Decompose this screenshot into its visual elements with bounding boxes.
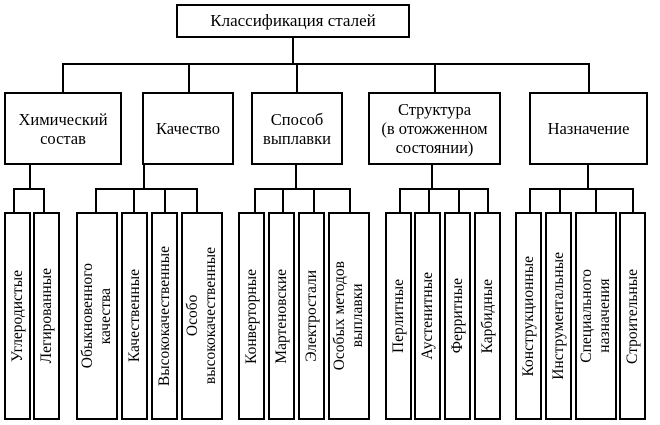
- cat-connector-2: [296, 63, 298, 92]
- category-label: Структура (в отожженном состоянии): [381, 100, 488, 157]
- leaf-connector: [487, 188, 489, 212]
- leaf-special-purpose: Специального назначения: [575, 212, 617, 420]
- category-label: Химический состав: [18, 109, 108, 148]
- leaf-connector: [595, 188, 597, 212]
- leaf-label: Строительные: [623, 268, 641, 364]
- group-3-stem: [431, 165, 433, 189]
- leaf-label: Специального назначения: [578, 269, 613, 363]
- leaf-open-hearth: Мартеновские: [268, 212, 295, 420]
- leaf-label: Особо высококачественные: [184, 247, 219, 385]
- leaf-label: Легированные: [37, 268, 55, 364]
- cat-connector-1: [188, 63, 190, 92]
- leaf-carbide: Карбидные: [474, 212, 501, 420]
- cat-connector-4: [588, 63, 590, 92]
- leaf-connector: [559, 188, 561, 212]
- group-1-bus: [95, 188, 197, 190]
- leaf-connector: [164, 188, 166, 212]
- leaf-extra-high-quality: Особо высококачественные: [181, 212, 223, 420]
- leaf-label: Инструментальные: [549, 252, 567, 380]
- leaf-connector: [254, 188, 256, 212]
- group-4-stem: [587, 165, 589, 189]
- category-label: Назначение: [547, 119, 630, 138]
- leaf-special-smelting: Особых методов выплавки: [328, 212, 370, 420]
- cat-connector-3: [434, 63, 436, 92]
- category-purpose: Назначение: [529, 92, 648, 165]
- cat-connector-0: [62, 63, 64, 92]
- leaf-connector: [632, 188, 634, 212]
- group-1-stem: [143, 165, 145, 189]
- leaf-connector: [43, 188, 45, 212]
- leaf-ferritic: Ферритные: [444, 212, 471, 420]
- leaf-converter: Конверторные: [238, 212, 265, 420]
- leaf-label: Аустенитные: [418, 272, 436, 360]
- group-0-stem: [29, 165, 31, 189]
- leaf-label: Карбидные: [478, 278, 496, 354]
- leaf-connector: [458, 188, 460, 212]
- leaf-austenitic: Аустенитные: [414, 212, 441, 420]
- category-quality: Качество: [142, 92, 234, 165]
- leaf-high-quality: Высококачественные: [151, 212, 178, 420]
- root-title: Классификация сталей: [210, 11, 376, 30]
- leaf-alloy-steel: Легированные: [33, 212, 60, 420]
- leaf-quality: Качественные: [121, 212, 148, 420]
- leaf-connector: [196, 188, 198, 212]
- group-4-bus: [529, 188, 633, 190]
- leaf-pearlitic: Перлитные: [385, 212, 412, 420]
- root-node: Классификация сталей: [176, 4, 410, 38]
- root-connector: [292, 38, 294, 64]
- leaf-label: Конверторные: [242, 268, 260, 364]
- leaf-label: Обыкновенного качества: [79, 263, 114, 369]
- leaf-label: Высококачественные: [155, 245, 173, 387]
- leaf-structural: Конструкционные: [515, 212, 542, 420]
- category-structure: Структура (в отожженном состоянии): [368, 92, 501, 165]
- group-2-stem: [295, 165, 297, 189]
- group-3-bus: [399, 188, 488, 190]
- leaf-connector: [95, 188, 97, 212]
- group-2-bus: [254, 188, 350, 190]
- group-0-bus: [13, 188, 44, 190]
- leaf-label: Качественные: [125, 269, 143, 363]
- leaf-label: Ферритные: [448, 278, 466, 354]
- category-chemical-composition: Химический состав: [4, 92, 122, 165]
- leaf-label: Электростали: [302, 270, 320, 362]
- leaf-connector: [428, 188, 430, 212]
- leaf-connector: [349, 188, 351, 212]
- leaf-connector: [399, 188, 401, 212]
- category-label: Качество: [156, 119, 220, 138]
- category-label: Способ выплавки: [263, 109, 331, 148]
- leaf-connector: [13, 188, 15, 212]
- leaf-connector: [282, 188, 284, 212]
- leaf-label: Перлитные: [389, 278, 407, 353]
- leaf-connector: [133, 188, 135, 212]
- leaf-tool: Инструментальные: [545, 212, 572, 420]
- leaf-ordinary-quality: Обыкновенного качества: [76, 212, 118, 420]
- leaf-label: Особых методов выплавки: [331, 261, 366, 371]
- leaf-electric-steel: Электростали: [298, 212, 325, 420]
- leaf-label: Мартеновские: [272, 268, 290, 364]
- category-smelting-method: Способ выплавки: [251, 92, 343, 165]
- leaf-construction: Строительные: [619, 212, 646, 420]
- leaf-label: Конструкционные: [519, 255, 537, 377]
- leaf-label: Углеродистые: [8, 270, 26, 362]
- leaf-carbon-steel: Углеродистые: [4, 212, 31, 420]
- leaf-connector: [529, 188, 531, 212]
- leaf-connector: [313, 188, 315, 212]
- top-bus-line: [62, 63, 589, 65]
